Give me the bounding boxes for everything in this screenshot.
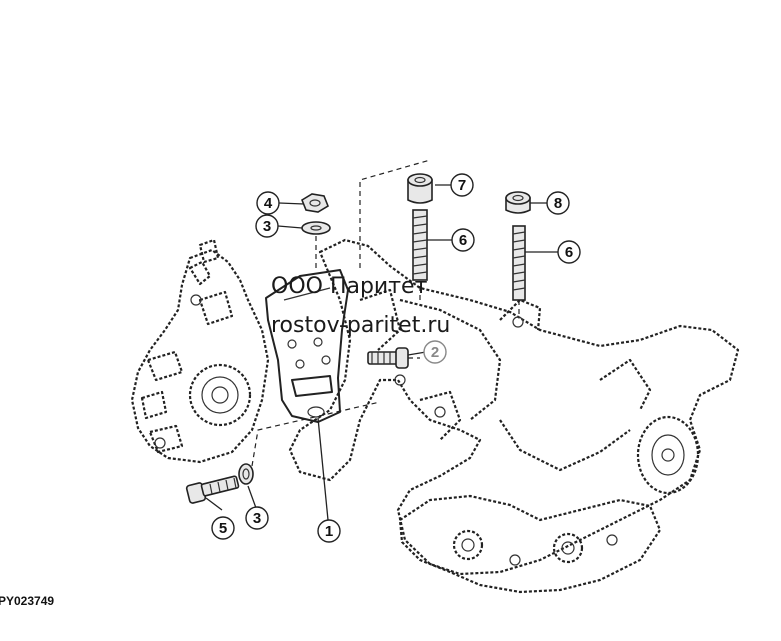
stud-part-6-center [412, 209, 428, 281]
callout-5: 5 [211, 516, 235, 540]
alignment-guides [251, 159, 520, 467]
nut-part-4 [301, 193, 329, 213]
callout-3-upper: 3 [255, 214, 279, 238]
bolt-part-2 [367, 347, 409, 369]
svg-text:6: 6 [565, 244, 573, 261]
callout-4: 4 [256, 191, 280, 215]
spacer-part-8 [505, 191, 531, 214]
mounting-bracket [265, 269, 349, 423]
svg-text:2: 2 [431, 344, 439, 361]
callout-1: 1 [317, 519, 341, 543]
callout-2: 2 [423, 340, 447, 364]
svg-text:8: 8 [554, 195, 562, 212]
callout-8: 8 [546, 191, 570, 215]
washer-part-3-lower [238, 463, 254, 485]
leader-lines [205, 184, 560, 521]
svg-text:7: 7 [458, 177, 466, 194]
svg-text:5: 5 [219, 520, 227, 537]
spacer-part-7 [407, 173, 433, 204]
figure-code: PY023749 [0, 594, 54, 608]
bolt-part-5 [185, 475, 240, 504]
pump-housing [130, 238, 270, 464]
callout-3-lower: 3 [245, 506, 269, 530]
washer-part-3-upper [301, 221, 331, 235]
lower-skid [398, 494, 662, 594]
watermark-url: rostov-paritet.ru [271, 313, 450, 338]
stud-part-6-right [512, 225, 526, 301]
callout-7: 7 [450, 173, 474, 197]
watermark-company: ООО Паритет [271, 274, 428, 299]
svg-text:3: 3 [253, 510, 261, 527]
svg-text:4: 4 [264, 195, 273, 212]
callout-6-center: 6 [451, 228, 475, 252]
engine-support-frame [288, 238, 740, 576]
svg-text:3: 3 [263, 218, 271, 235]
svg-text:1: 1 [325, 523, 333, 540]
svg-text:6: 6 [459, 232, 467, 249]
callout-6-right: 6 [557, 240, 581, 264]
